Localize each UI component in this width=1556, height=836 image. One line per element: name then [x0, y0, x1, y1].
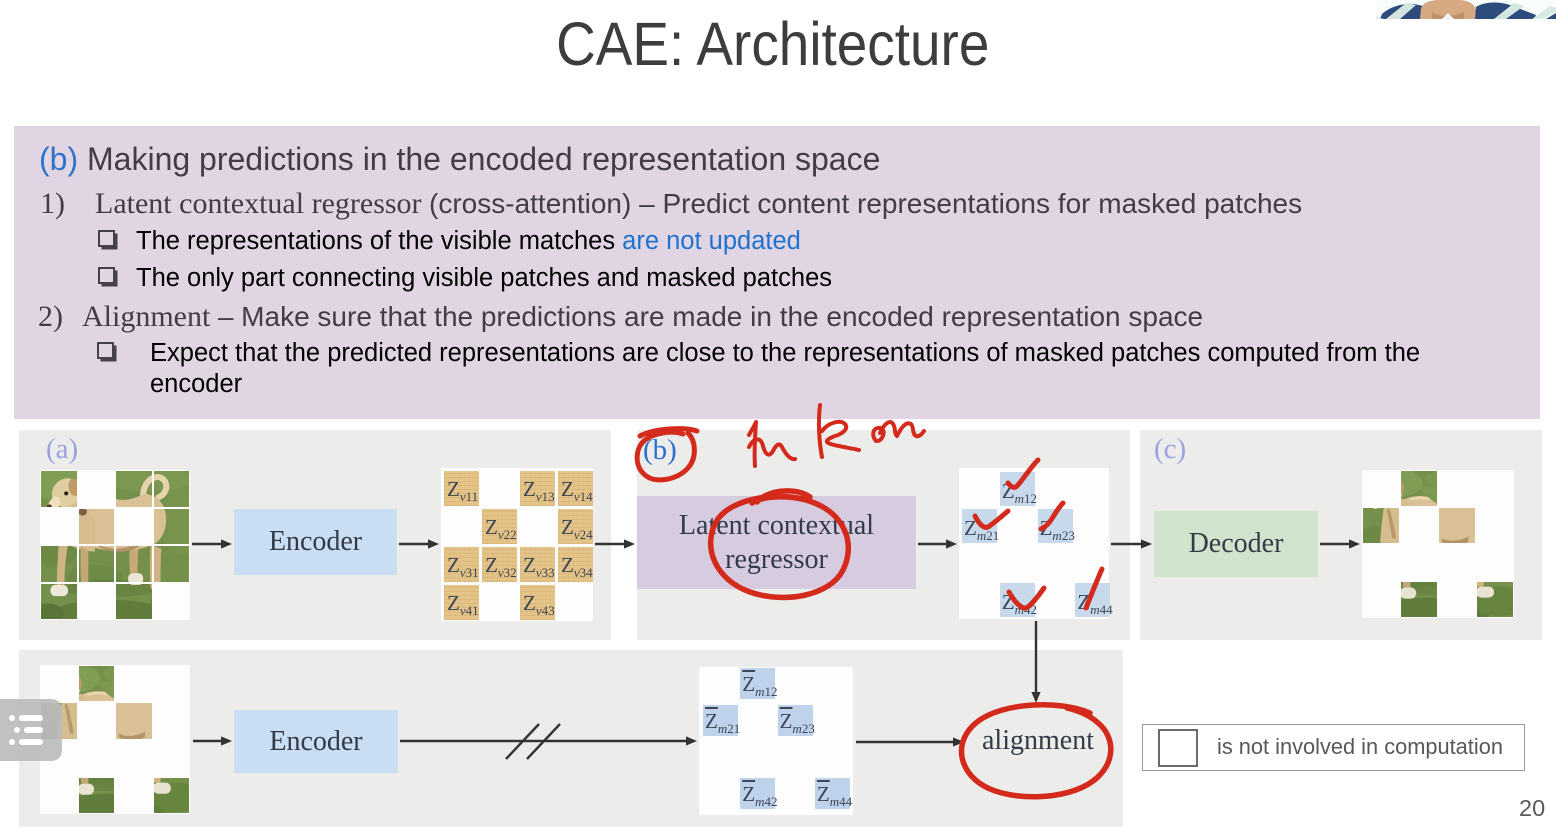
token-cell: Zv41 [444, 585, 479, 620]
square-bullet-icon [98, 267, 115, 284]
token-label: Zm12 [1001, 479, 1038, 506]
list-item: 2)Alignment – Make sure that the predict… [38, 300, 1204, 333]
legend-text: is not involved in computation [1217, 734, 1503, 759]
token-cell: Zm23 [1037, 509, 1075, 543]
token-cell: Zm44 [1075, 583, 1113, 617]
square-bullet-icon [97, 342, 114, 359]
reconstructed-image-c [1362, 470, 1514, 618]
heading-text: Making predictions in the encoded repres… [87, 141, 881, 177]
token-cell: Zm21 [703, 704, 741, 736]
token-cell: Zv43 [520, 585, 555, 620]
panel-c-label: (c) [1154, 433, 1187, 465]
image-patch [1477, 582, 1513, 617]
token-cell: Zv13 [520, 471, 555, 506]
alignment-label: alignment [982, 725, 1094, 756]
image-patch [116, 584, 152, 620]
legend-square [1158, 729, 1198, 767]
image-patch [79, 666, 115, 701]
token-label: Zm12 [742, 672, 778, 699]
encoder-box-top: Encoder [234, 509, 397, 575]
image-patch [1401, 471, 1437, 506]
token-label: Zv32 [485, 553, 517, 580]
token-cell: Zv31 [444, 547, 479, 582]
image-patch [79, 509, 115, 545]
image-patch [154, 471, 190, 507]
image-patch [41, 471, 77, 507]
image-patch [1439, 508, 1475, 543]
token-label: Zm23 [1039, 516, 1075, 543]
token-cell: Zv34 [558, 547, 593, 582]
image-patch [116, 471, 152, 507]
token-cell: Zm21 [962, 509, 1000, 543]
image-patch [79, 546, 115, 582]
token-label: Zm42 [742, 782, 778, 810]
token-cell: Zv14 [558, 471, 593, 506]
image-patch [41, 584, 77, 620]
chapter-list-icon[interactable] [0, 699, 62, 761]
token-label: Zm21 [705, 708, 741, 736]
panel-a-label: (a) [46, 433, 79, 465]
token-cell: Zv33 [520, 547, 555, 582]
image-patch [79, 778, 115, 813]
decoder-box: Decoder [1154, 511, 1318, 577]
image-patch [154, 778, 190, 813]
bullet-item: The representations of the visible match… [98, 226, 1498, 257]
image-patch [41, 546, 77, 582]
image-patch [154, 509, 190, 545]
bullet-item: Expect that the predicted representation… [97, 338, 1442, 400]
panel-bottom [19, 650, 1123, 827]
content-box: (b) Making predictions in the encoded re… [14, 126, 1540, 419]
token-cell: Zm23 [777, 704, 815, 736]
token-cell: Zv32 [482, 547, 517, 582]
token-label: Zv43 [523, 591, 555, 618]
image-patch [1363, 508, 1399, 543]
token-label: Zv31 [447, 553, 479, 580]
content-heading: (b) Making predictions in the encoded re… [39, 141, 880, 178]
masked-image-bottom [40, 665, 190, 814]
token-cell: Zm12 [740, 668, 778, 699]
token-cell: Zv11 [444, 471, 479, 506]
token-cell: Zv24 [558, 509, 593, 544]
slide-title: CAE: Architecture [556, 10, 990, 78]
token-label: Zm44 [1077, 590, 1113, 617]
image-patch [116, 546, 152, 582]
token-label: Zv14 [561, 477, 593, 504]
token-cell: Zm42 [740, 778, 778, 810]
token-label: Zv13 [523, 477, 555, 504]
encoder-box-bottom: Encoder [234, 710, 398, 773]
token-cell: Zm42 [999, 583, 1038, 617]
legend-box [1142, 724, 1525, 771]
bullet-item: The only part connecting visible patches… [98, 263, 1498, 294]
arrow-head [624, 539, 635, 549]
token-cell: Zv22 [482, 509, 517, 544]
page-number: 20 [1519, 795, 1546, 821]
token-label: Zm23 [779, 708, 815, 736]
token-label: Zm42 [1001, 590, 1038, 617]
heading-tag: (b) [39, 141, 79, 177]
token-label: Zv11 [447, 477, 479, 504]
token-label: Zv33 [523, 553, 555, 580]
token-label: Zv24 [561, 515, 593, 542]
masked-image-a [40, 470, 190, 620]
image-patch [1401, 582, 1437, 617]
panel-b-label: (b) [643, 434, 677, 466]
token-cell: Zm12 [999, 472, 1038, 506]
webcam-overlay [1376, 0, 1556, 20]
token-label: Zv34 [561, 553, 593, 580]
token-label: Zv22 [485, 515, 517, 542]
image-patch [116, 703, 152, 738]
token-cell: Zm44 [814, 778, 853, 810]
image-patch [154, 546, 190, 582]
list-item: 1)Latent contextual regressor (cross-att… [40, 187, 1303, 220]
square-bullet-icon [98, 230, 115, 247]
token-label: Zv41 [447, 591, 479, 618]
token-label: Zm21 [964, 516, 1000, 543]
token-label: Zm44 [816, 782, 853, 810]
